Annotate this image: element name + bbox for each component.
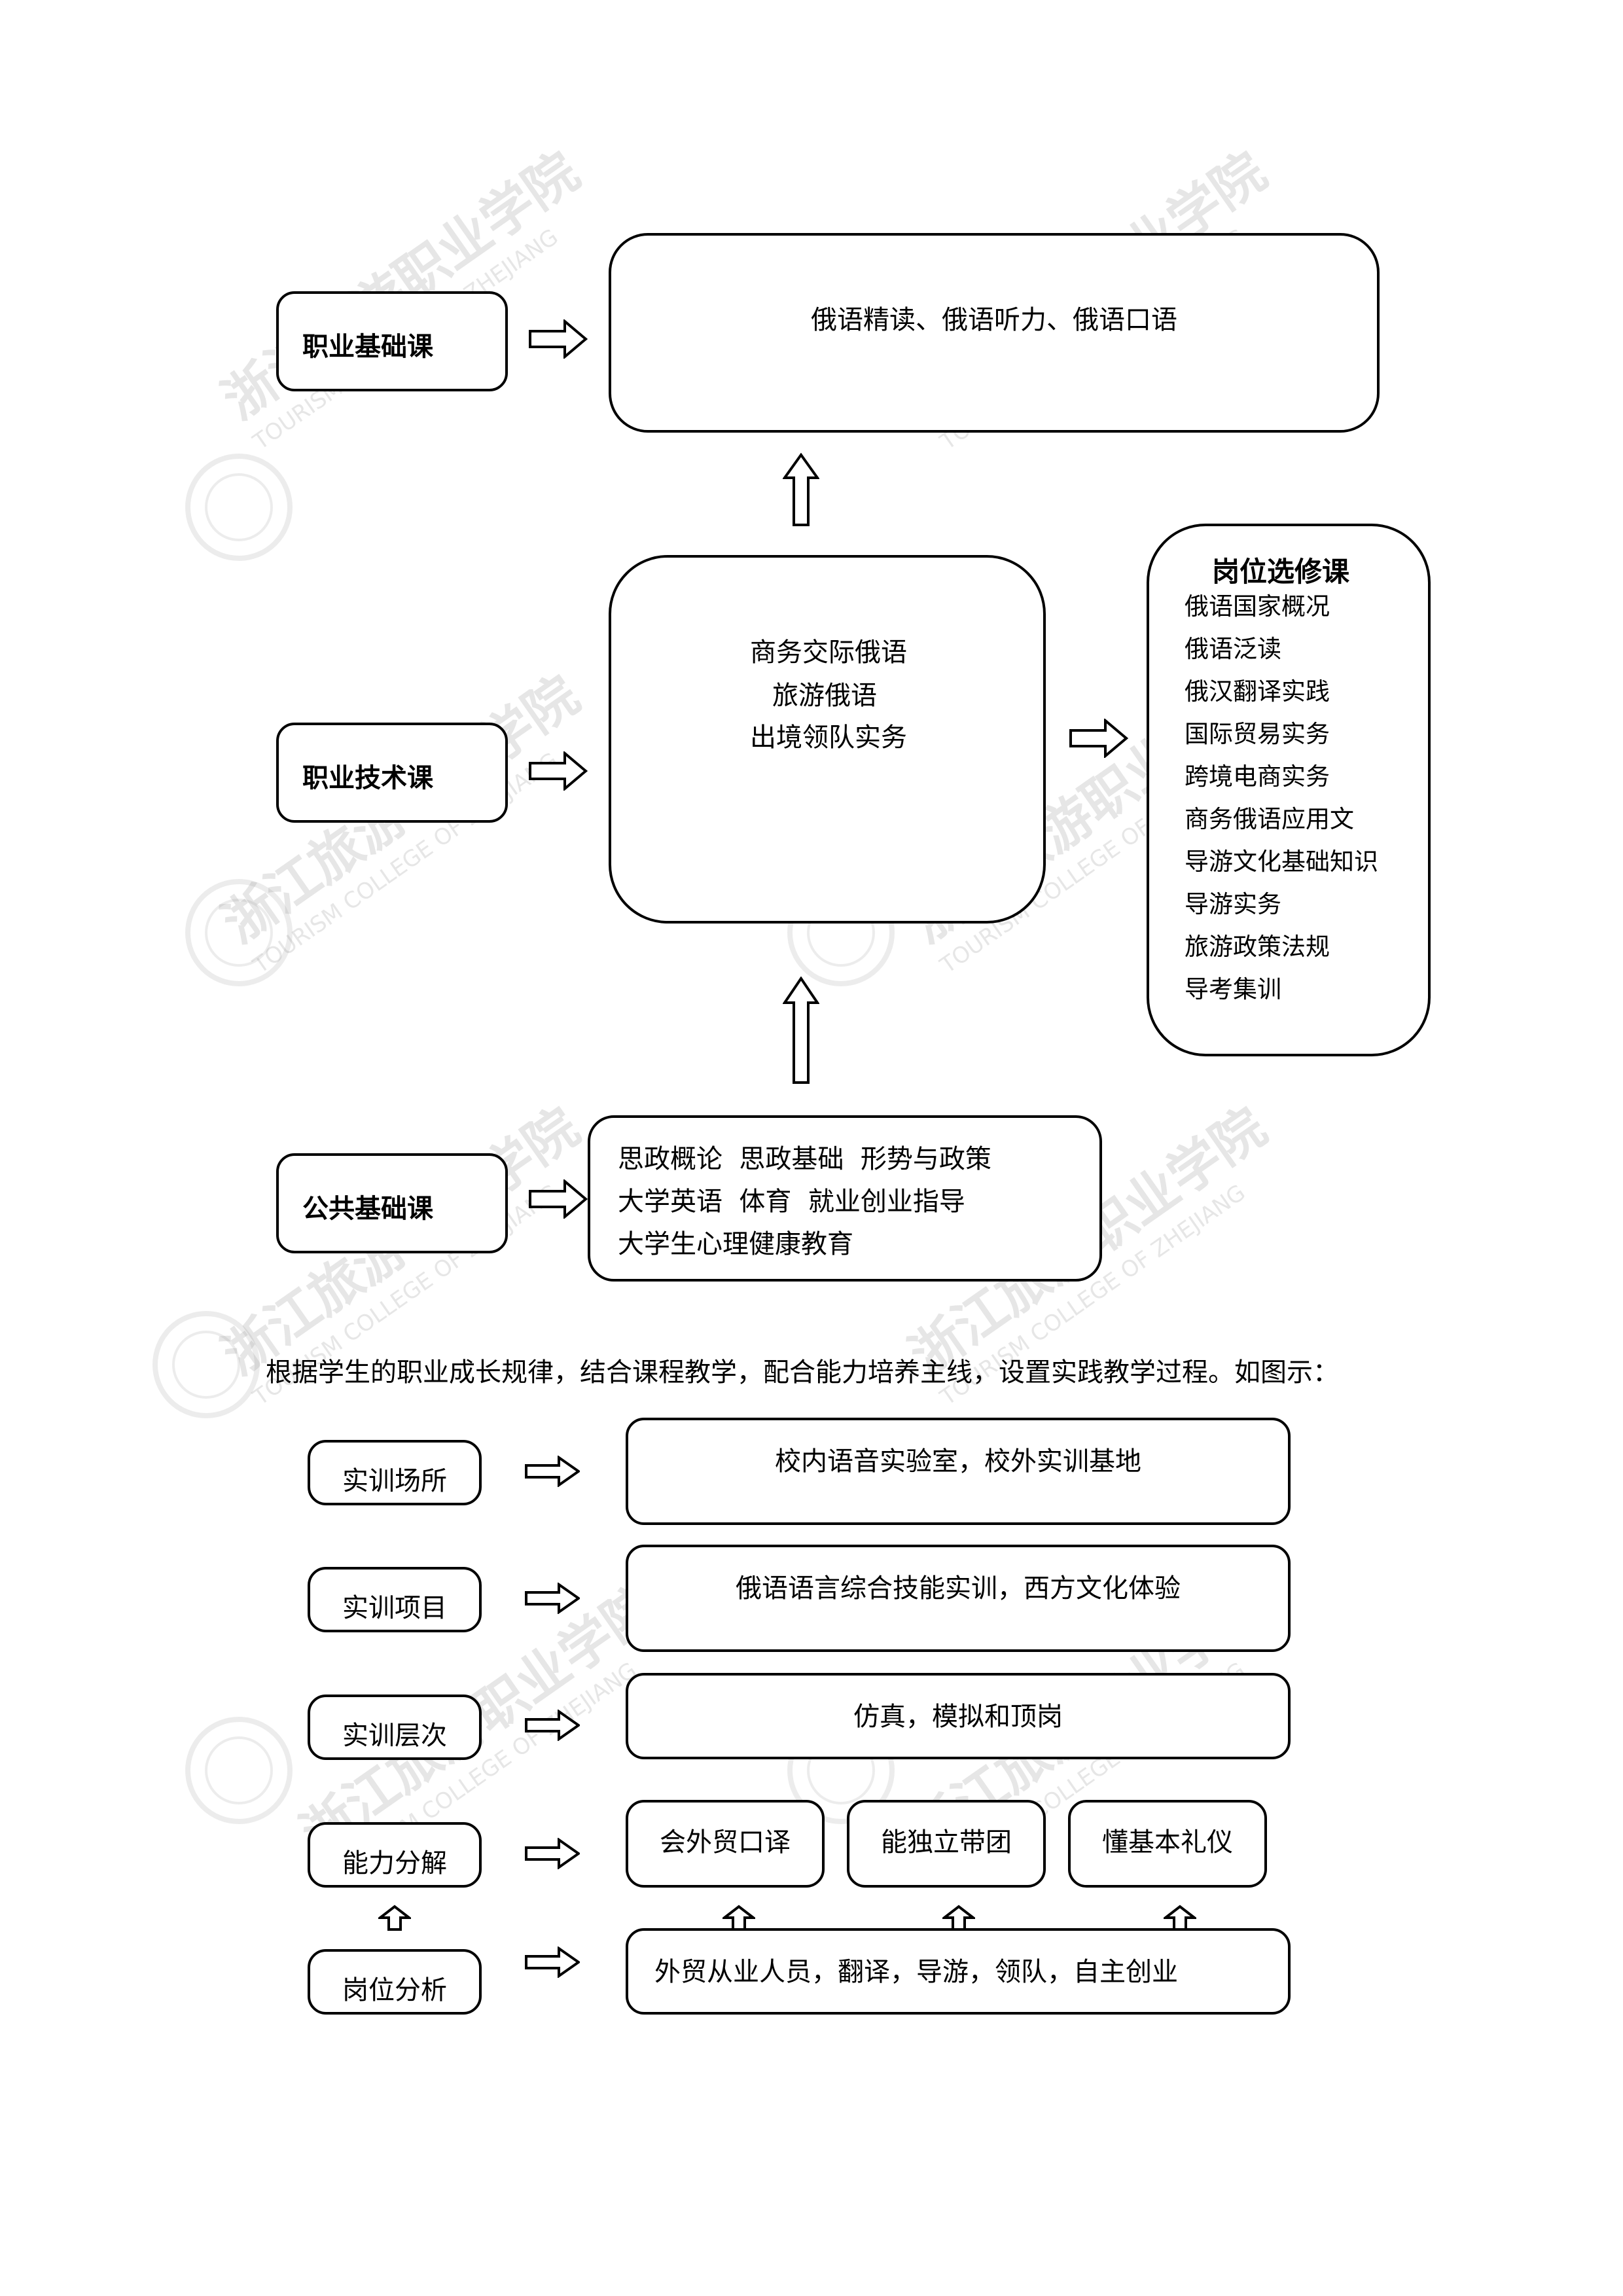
public-basic-line: 大学生心理健康教育 (618, 1229, 853, 1259)
ability-item: 会外贸口译 (660, 1827, 791, 1857)
training-site-label-box: 实训场所 (308, 1440, 482, 1505)
elective-item: 商务俄语应用文 (1185, 805, 1354, 833)
training-level-content-box: 仿真，模拟和顶岗 (626, 1673, 1291, 1759)
training-project-content-box: 俄语语言综合技能实训，西方文化体验 (626, 1545, 1291, 1652)
training-project-label: 实训项目 (342, 1593, 447, 1623)
elective-title: 岗位选修课 (1212, 556, 1350, 588)
public-basic-label: 公共基础课 (302, 1194, 433, 1224)
training-site-label: 实训场所 (342, 1466, 447, 1496)
ability-item: 能独立带团 (881, 1827, 1012, 1857)
ability-item: 懂基本礼仪 (1102, 1827, 1233, 1857)
professional-tech-item: 旅游俄语 (772, 681, 877, 711)
ability-label: 能力分解 (342, 1848, 447, 1878)
position-label: 岗位分析 (342, 1975, 447, 2005)
professional-basic-label: 职业基础课 (302, 332, 433, 362)
professional-tech-item: 商务交际俄语 (750, 637, 907, 668)
elective-item: 俄语国家概况 (1185, 592, 1330, 620)
right-arrow-icon (529, 751, 588, 791)
right-arrow-icon (529, 319, 588, 359)
professional-tech-label-box: 职业技术课 (276, 723, 508, 823)
elective-item: 旅游政策法规 (1185, 933, 1330, 961)
right-arrow-icon (525, 1583, 580, 1614)
ability-item-box: 能独立带团 (847, 1800, 1046, 1888)
public-basic-line: 大学英语 体育 就业创业指导 (618, 1187, 965, 1217)
professional-basic-label-box: 职业基础课 (276, 291, 508, 391)
elective-box: 岗位选修课 俄语国家概况 俄语泛读 俄汉翻译实践 国际贸易实务 跨境电商实务 商… (1147, 524, 1431, 1056)
position-label-box: 岗位分析 (308, 1949, 482, 2015)
up-arrow-icon (783, 977, 819, 1084)
public-basic-content-box: 思政概论 思政基础 形势与政策 大学英语 体育 就业创业指导 大学生心理健康教育 (588, 1115, 1102, 1282)
elective-item: 俄语泛读 (1185, 635, 1281, 663)
training-level-label: 实训层次 (342, 1721, 447, 1751)
training-level-label-box: 实训层次 (308, 1695, 482, 1760)
position-content: 外贸从业人员，翻译，导游，领队，自主创业 (654, 1957, 1178, 1987)
position-content-box: 外贸从业人员，翻译，导游，领队，自主创业 (626, 1928, 1291, 2015)
up-arrow-icon (1164, 1905, 1196, 1931)
professional-tech-label: 职业技术课 (302, 763, 433, 793)
up-arrow-icon (783, 453, 819, 526)
elective-item: 国际贸易实务 (1185, 720, 1330, 748)
right-arrow-icon (525, 1838, 580, 1869)
elective-item: 导游文化基础知识 (1185, 848, 1378, 876)
right-arrow-icon (525, 1710, 580, 1741)
training-level-content: 仿真，模拟和顶岗 (853, 1702, 1063, 1732)
elective-item: 导游实务 (1185, 890, 1281, 918)
right-arrow-icon (525, 1946, 580, 1978)
elective-item: 跨境电商实务 (1185, 762, 1330, 791)
public-basic-label-box: 公共基础课 (276, 1153, 508, 1253)
right-arrow-icon (525, 1456, 580, 1487)
training-site-content: 校内语音实验室，校外实训基地 (775, 1446, 1141, 1477)
professional-basic-content: 俄语精读、俄语听力、俄语口语 (811, 305, 1177, 335)
elective-item: 导考集训 (1185, 975, 1281, 1003)
public-basic-line: 思政概论 思政基础 形势与政策 (618, 1144, 991, 1174)
elective-item: 俄汉翻译实践 (1185, 677, 1330, 706)
training-project-label-box: 实训项目 (308, 1567, 482, 1632)
ability-item-box: 会外贸口译 (626, 1800, 825, 1888)
up-arrow-icon (722, 1905, 755, 1931)
watermark-seal-icon (152, 1311, 260, 1418)
up-arrow-icon (942, 1905, 975, 1931)
professional-tech-item: 出境领队实务 (750, 723, 907, 753)
watermark-seal-icon (185, 879, 293, 986)
professional-basic-content-box: 俄语精读、俄语听力、俄语口语 (609, 233, 1380, 433)
ability-item-box: 懂基本礼仪 (1068, 1800, 1267, 1888)
watermark-seal-icon (185, 1717, 293, 1824)
training-site-content-box: 校内语音实验室，校外实训基地 (626, 1418, 1291, 1525)
right-arrow-icon (1069, 719, 1128, 758)
right-arrow-icon (529, 1179, 588, 1219)
professional-tech-content-box: 商务交际俄语 旅游俄语 出境领队实务 (609, 555, 1046, 924)
watermark-seal-icon (185, 454, 293, 561)
up-arrow-icon (378, 1905, 411, 1931)
ability-label-box: 能力分解 (308, 1822, 482, 1888)
training-project-content: 俄语语言综合技能实训，西方文化体验 (736, 1573, 1181, 1604)
elective-list: 俄语国家概况 俄语泛读 俄汉翻译实践 国际贸易实务 跨境电商实务 商务俄语应用文… (1185, 585, 1378, 1011)
intro-paragraph: 根据学生的职业成长规律，结合课程教学，配合能力培养主线，设置实践教学过程。如图示… (266, 1357, 1339, 1388)
